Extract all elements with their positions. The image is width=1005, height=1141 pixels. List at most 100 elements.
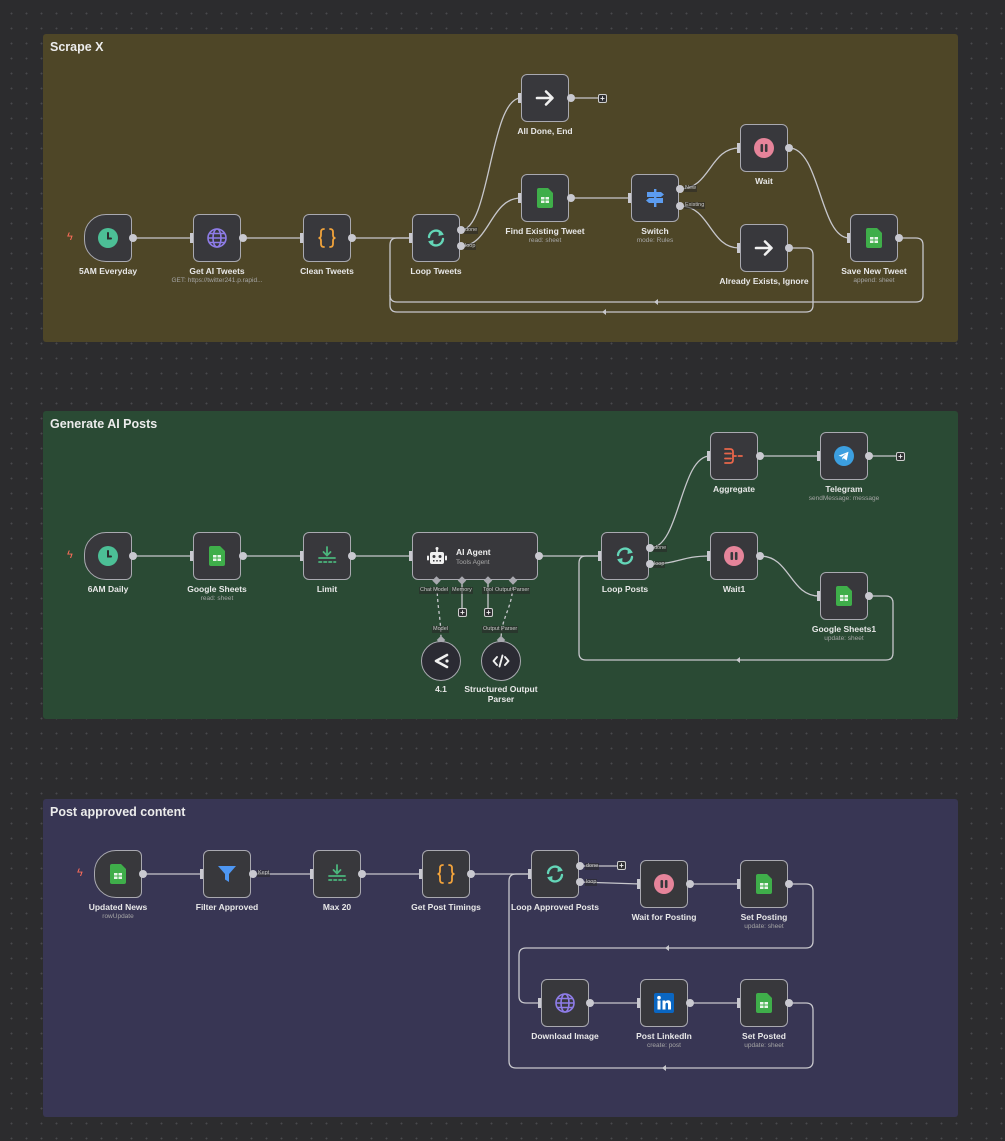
node-google-sheets[interactable]: [193, 532, 241, 580]
node-label: Limit: [316, 584, 338, 594]
node-subtitle: update: sheet: [744, 923, 784, 930]
node-label: Structured Output Parser: [464, 684, 538, 704]
node-structured-output-parser[interactable]: [481, 641, 521, 681]
sheets-icon: [756, 874, 772, 894]
arrow-right-icon: [535, 90, 554, 106]
node-find-existing-tweet[interactable]: [521, 174, 569, 222]
node-label: Get AI Tweets: [189, 266, 245, 276]
sheets-icon: [537, 188, 553, 208]
node-label: Wait1: [722, 584, 746, 594]
node-label: Switch: [641, 226, 669, 236]
add-node-button[interactable]: +: [896, 452, 905, 461]
port-label-done: done: [464, 227, 479, 234]
aggregate-icon: [724, 448, 743, 464]
node-download-image[interactable]: [541, 979, 589, 1027]
node-label: Max 20: [322, 902, 352, 912]
node-loop-approved-posts[interactable]: [531, 850, 579, 898]
node-subtitle: Tools Agent: [456, 558, 490, 566]
frame-title: Post approved content: [50, 805, 186, 819]
node-label: AI Agent: [456, 546, 491, 557]
node-label: Already Exists, Ignore: [719, 276, 809, 286]
node-post-linkedin[interactable]: [640, 979, 688, 1027]
node-save-new-tweet[interactable]: [850, 214, 898, 262]
robot-icon: [427, 547, 447, 564]
node-label: 4.1: [435, 684, 447, 694]
limit-icon: [328, 864, 347, 881]
node-get-post-timings[interactable]: [422, 850, 470, 898]
openai-model-icon: [434, 653, 449, 669]
code-braces-icon: [437, 864, 455, 884]
node-label: Download Image: [531, 1031, 599, 1041]
port-label-model: Model: [432, 626, 449, 633]
node-label: Wait for Posting: [631, 912, 697, 922]
trigger-bolt-icon: ϟ: [67, 549, 73, 561]
code-braces-icon: [318, 228, 336, 248]
filter-icon: [218, 866, 236, 882]
add-node-button[interactable]: +: [617, 861, 626, 870]
port-label-done: done: [585, 863, 600, 870]
node-6am-daily[interactable]: [84, 532, 132, 580]
node-label: Loop Tweets: [410, 266, 462, 276]
node-label: Aggregate: [712, 484, 756, 494]
trigger-bolt-icon: ϟ: [67, 231, 73, 243]
port-label-output-parser: Output Parser: [494, 587, 531, 594]
port-label-loop: loop: [464, 243, 477, 250]
add-memory-button[interactable]: +: [458, 608, 467, 617]
telegram-icon: [834, 446, 854, 466]
node-limit[interactable]: [303, 532, 351, 580]
add-tool-button[interactable]: +: [484, 608, 493, 617]
limit-icon: [318, 546, 337, 563]
node-label: Set Posted: [742, 1031, 786, 1041]
node-loop-posts[interactable]: [601, 532, 649, 580]
node-subtitle: update: sheet: [744, 1042, 784, 1049]
node-google-sheets1[interactable]: [820, 572, 868, 620]
node-ai-agent[interactable]: AI Agent Tools Agent: [412, 532, 538, 580]
node-label: Find Existing Tweet: [505, 226, 585, 236]
pause-icon: [654, 874, 674, 894]
node-aggregate[interactable]: [710, 432, 758, 480]
port-label-output-parser-in: Output Parser: [482, 626, 519, 633]
node-set-posting[interactable]: [740, 860, 788, 908]
node-wait-for-posting[interactable]: [640, 860, 688, 908]
node-updated-news[interactable]: [94, 850, 142, 898]
node-label: Filter Approved: [195, 902, 259, 912]
sheets-icon: [866, 228, 882, 248]
node-subtitle: create: post: [647, 1042, 681, 1049]
node-telegram[interactable]: [820, 432, 868, 480]
clock-icon: [98, 228, 118, 248]
node-subtitle: GET: https://twitter241.p.rapid...: [171, 277, 263, 284]
sheets-icon: [756, 993, 772, 1013]
node-subtitle: rowUpdate: [102, 913, 134, 920]
node-label: 6AM Daily: [87, 584, 129, 594]
node-model-4-1[interactable]: [421, 641, 461, 681]
node-max-20[interactable]: [313, 850, 361, 898]
node-get-ai-tweets[interactable]: [193, 214, 241, 262]
node-subtitle: sendMessage: message: [808, 495, 880, 502]
globe-icon: [207, 228, 227, 248]
frame-scrape-x[interactable]: Scrape X: [43, 34, 958, 342]
node-label: 5AM Everyday: [78, 266, 138, 276]
node-wait1[interactable]: [710, 532, 758, 580]
node-set-posted[interactable]: [740, 979, 788, 1027]
sheets-icon: [209, 546, 225, 566]
node-subtitle: update: sheet: [824, 635, 864, 642]
trigger-bolt-icon: ϟ: [77, 867, 83, 879]
node-already-exists-ignore[interactable]: [740, 224, 788, 272]
add-node-button[interactable]: +: [598, 94, 607, 103]
node-loop-tweets[interactable]: [412, 214, 460, 262]
node-all-done-end[interactable]: [521, 74, 569, 122]
node-switch[interactable]: [631, 174, 679, 222]
node-5am-everyday[interactable]: [84, 214, 132, 262]
node-wait[interactable]: [740, 124, 788, 172]
node-label: Loop Approved Posts: [511, 902, 599, 912]
sheets-icon: [110, 864, 126, 884]
node-label: Google Sheets: [187, 584, 247, 594]
frame-post-approved-content[interactable]: Post approved content: [43, 799, 958, 1117]
node-subtitle: mode: Rules: [636, 237, 674, 244]
node-clean-tweets[interactable]: [303, 214, 351, 262]
clock-icon: [98, 546, 118, 566]
node-label: Telegram: [825, 484, 863, 494]
arrow-right-icon: [754, 240, 773, 256]
node-filter-approved[interactable]: [203, 850, 251, 898]
port-label-chat-model: Chat Model: [419, 587, 450, 594]
